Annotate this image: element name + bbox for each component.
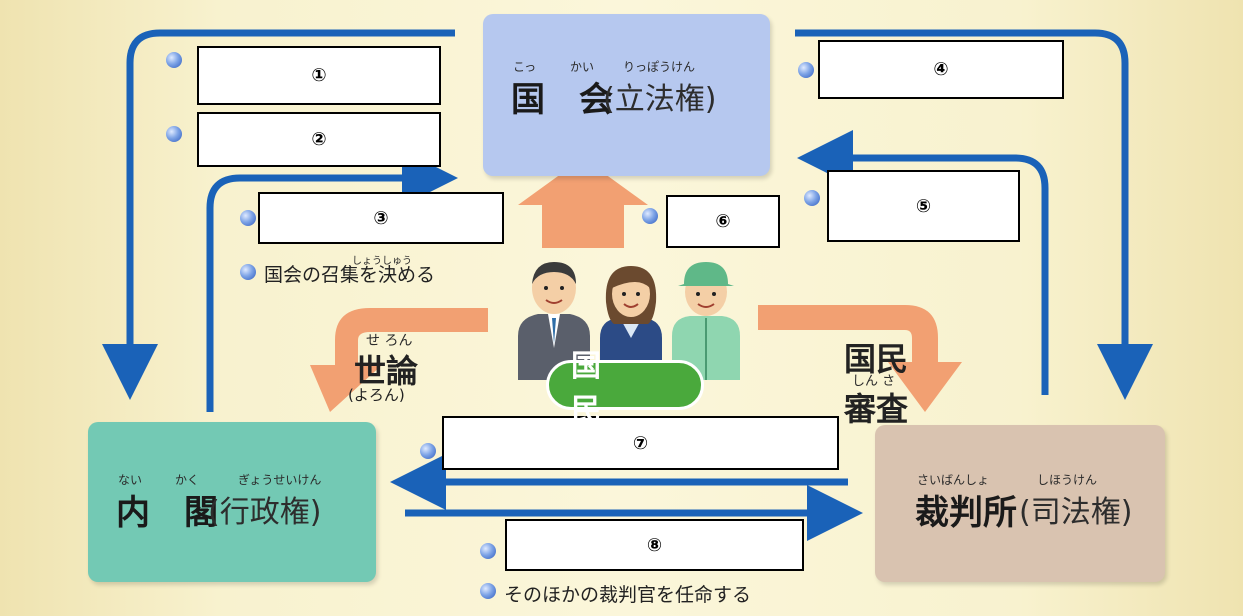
naikaku-name: 内 閣 [116, 493, 218, 533]
blank-6[interactable]: ⑥ [666, 195, 780, 248]
arrow-senkyo [518, 158, 648, 248]
bullet-6 [642, 208, 658, 224]
seron-reading: (よろん) [348, 386, 405, 404]
shoushu-text: 国会の召集を決める [264, 264, 436, 286]
blank-2[interactable]: ② [197, 112, 441, 167]
shinsa-ruby: しん さ [852, 374, 896, 389]
blank-4[interactable]: ④ [818, 40, 1064, 99]
naikaku-box: ない かく ぎょうせいけん 内 閣 (行政権) [88, 422, 376, 582]
bullet-1 [166, 52, 182, 68]
bullet-7 [420, 443, 436, 459]
bullet-3 [240, 210, 256, 226]
bullet-4 [798, 62, 814, 78]
bullet-8 [480, 543, 496, 559]
saibansho-paren: (司法権) [1019, 495, 1133, 530]
arrow-kokkai-to-naikaku [102, 29, 455, 400]
arrow-naikaku-to-kokkai [206, 150, 458, 412]
bullet-5 [804, 190, 820, 206]
blank-1[interactable]: ① [197, 46, 441, 105]
kokkai-ruby-1: こっ [513, 60, 537, 74]
kokkai-paren: (立法権) [603, 82, 717, 117]
saibansho-name: 裁判所 [915, 493, 1017, 533]
saibansho-ruby-2: しほうけん [1037, 473, 1098, 487]
seron-label: 世論 [354, 352, 419, 390]
kokkai-name: 国 会 [511, 80, 613, 120]
blank-3[interactable]: ③ [258, 192, 504, 244]
saibansho-box: さいばんしょ しほうけん 裁判所 (司法権) [875, 425, 1165, 582]
arrow-seron [310, 308, 488, 412]
blank-5[interactable]: ⑤ [827, 170, 1020, 242]
blank-7[interactable]: ⑦ [442, 416, 839, 470]
bullet-2 [166, 126, 182, 142]
arrow-saibansho-to-kokkai [797, 130, 1049, 395]
blank-8[interactable]: ⑧ [505, 519, 804, 571]
shinsa-bottom: 審査 [844, 390, 909, 428]
naikaku-ruby-2: かく [175, 473, 200, 487]
kokkai-ruby-3: りっぽうけん [623, 60, 696, 74]
naikaku-paren: (行政権) [208, 495, 322, 530]
seron-ruby: せ ろん [366, 333, 413, 349]
arrow-kokumin-shinsa [758, 305, 962, 412]
kokumin-badge: 国 民 [546, 349, 704, 428]
kokkai-box: こっ かい りっぽうけん 国 会 (立法権) [483, 14, 770, 176]
kokkai-ruby-2: かい [570, 60, 595, 74]
bullet-shoushu [240, 264, 256, 280]
shinsa-top: 国民 [844, 340, 909, 378]
shoushu-ruby: しょうしゅう [352, 256, 412, 267]
sonohoka-text: そのほかの裁判官を任命する [504, 584, 752, 606]
naikaku-ruby-1: ない [118, 473, 143, 487]
arrow-kokkai-to-saibansho [795, 29, 1153, 400]
bullet-sonohoka [480, 583, 496, 599]
saibansho-ruby-1: さいばんしょ [917, 473, 990, 487]
naikaku-ruby-3: ぎょうせいけん [238, 473, 322, 487]
